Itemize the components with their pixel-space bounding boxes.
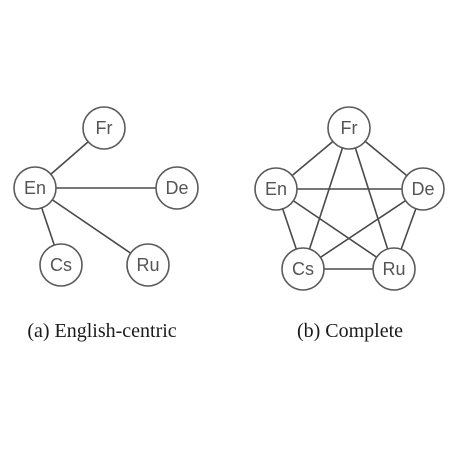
- node-circle-de: [155, 166, 199, 210]
- node-ru: Ru: [126, 243, 170, 287]
- node-en: En: [13, 166, 57, 210]
- node-cs: Cs: [39, 243, 83, 287]
- node-label-en: En: [24, 178, 46, 198]
- node-circle-en: [13, 166, 57, 210]
- node-circle-ru: [372, 247, 416, 291]
- node-de: De: [401, 167, 445, 211]
- node-cs: Cs: [281, 247, 325, 291]
- node-label-de: De: [165, 178, 188, 198]
- node-label-cs: Cs: [50, 255, 72, 275]
- node-circle-cs: [39, 243, 83, 287]
- node-label-fr: Fr: [96, 118, 113, 138]
- node-label-ru: Ru: [136, 255, 159, 275]
- node-label-fr: Fr: [341, 118, 358, 138]
- node-circle-de: [401, 167, 445, 211]
- node-fr: Fr: [327, 106, 371, 150]
- node-circle-fr: [327, 106, 371, 150]
- node-label-de: De: [411, 179, 434, 199]
- node-label-cs: Cs: [292, 259, 314, 279]
- node-label-ru: Ru: [382, 259, 405, 279]
- node-en: En: [254, 167, 298, 211]
- caption-complete: (b) Complete: [297, 320, 403, 342]
- edge-de-cs: [302, 188, 424, 270]
- edge-en-ru: [34, 187, 149, 266]
- node-label-en: En: [265, 179, 287, 199]
- node-circle-en: [254, 167, 298, 211]
- caption-english-centric: (a) English-centric: [27, 320, 176, 342]
- node-circle-fr: [82, 106, 126, 150]
- node-de: De: [155, 166, 199, 210]
- node-circle-ru: [126, 243, 170, 287]
- node-circle-cs: [281, 247, 325, 291]
- node-fr: Fr: [82, 106, 126, 150]
- edge-en-ru: [275, 188, 395, 270]
- edge-fr-ru: [348, 127, 395, 270]
- edge-fr-cs: [302, 127, 350, 270]
- node-ru: Ru: [372, 247, 416, 291]
